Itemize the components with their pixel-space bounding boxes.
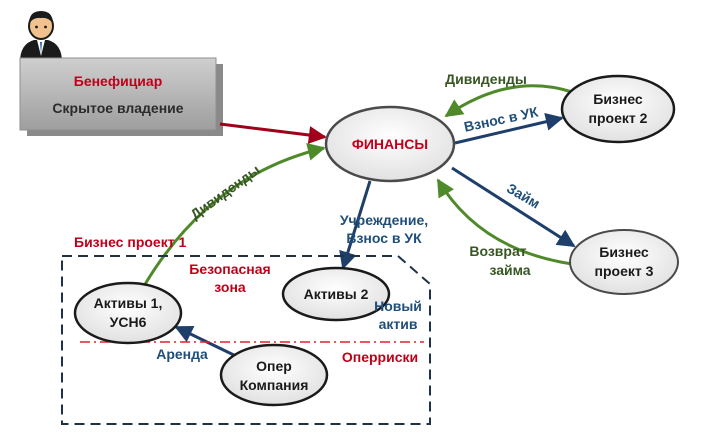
arrow-loan-bp3 [451,166,576,248]
label-safe-zone-1: Безопасная [189,261,270,277]
node-finance-label: ФИНАНСЫ [352,136,428,152]
beneficiary-title: Бенефициар [74,73,163,89]
node-business-project-3: Бизнес проект 3 [569,229,679,295]
node-bp3-line1: Бизнес [599,244,649,260]
label-dividends-top: Дивиденды [445,71,527,87]
arrow-beneficiary-finance [219,122,327,144]
user-icon [20,11,62,62]
label-loan-return-2: займа [489,262,530,278]
safe-zone-boundary [61,255,431,425]
arrow-contribution-bp2 [454,112,564,145]
node-oper-company: Опер Компания [219,343,329,407]
node-bp2-line1: Бизнес [593,91,643,107]
label-operrisks: Оперриски [342,349,418,365]
node-assets-1: Активы 1, УСН6 [73,281,183,345]
label-safe-zone-2: зона [214,279,246,295]
node-assets1-line1: Активы 1, [94,295,163,311]
node-bp3-line2: проект 3 [595,263,654,279]
label-establishment-1: Учреждение, [340,212,428,228]
label-contribution-uk-top: Взнос в УК [462,103,539,134]
label-dividends-left: Дивиденды [187,161,263,222]
node-assets-2: Активы 2 [281,266,391,322]
label-business-project-1: Бизнес проект 1 [74,234,186,250]
node-assets2-label: Активы 2 [304,286,369,302]
label-loan-return-1: Возврат [469,243,526,259]
label-establishment-2: Взнос в УК [346,230,422,246]
node-oper-line2: Компания [240,377,309,393]
node-bp2-line2: проект 2 [589,110,648,126]
arrow-dividends-bp2 [444,84,573,118]
label-new-asset-2: актив [379,316,418,332]
arrow-establishment-assets2 [339,180,372,270]
arrow-loan-return [436,178,573,266]
node-business-project-2: Бизнес проект 2 [560,74,676,144]
node-assets1-line2: УСН6 [110,314,147,330]
node-finance: ФИНАНСЫ [324,105,456,183]
label-lease: Аренда [156,346,208,362]
label-new-asset-1: Новый [374,298,422,314]
arrow-dividends-assets1 [142,142,326,287]
beneficiary-box: Бенефициар Скрытое владение [19,57,223,136]
node-oper-line1: Опер [256,358,292,374]
beneficiary-subtitle: Скрытое владение [52,100,183,116]
